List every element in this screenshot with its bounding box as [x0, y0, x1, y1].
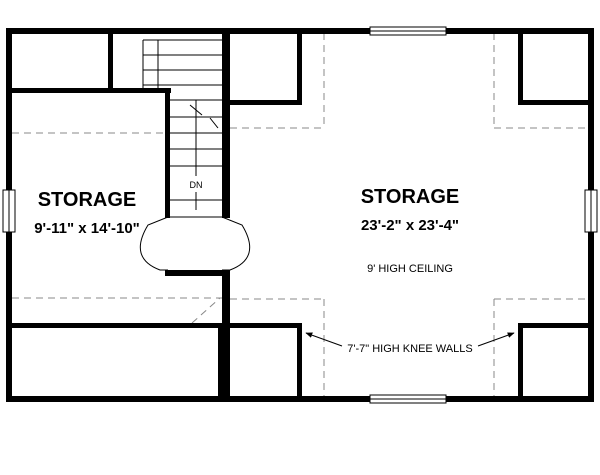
ceiling-height-note: 9' HIGH CEILING — [367, 263, 453, 275]
center-wall-lower — [222, 270, 230, 402]
right-room-name: STORAGE — [361, 186, 460, 208]
left-room-size: 9'-11" x 14'-10" — [34, 220, 140, 237]
walls — [6, 28, 594, 402]
left-room-name: STORAGE — [38, 189, 137, 211]
staircase — [139, 39, 251, 271]
knee-wall-arrows — [305, 332, 515, 347]
knee-walls-note: 7'-7" HIGH KNEE WALLS — [347, 343, 472, 355]
stair-dn-label: DN — [190, 180, 203, 190]
knee-wall-dashed-lines — [12, 33, 588, 398]
right-room-size: 23'-2" x 23'-4" — [361, 217, 459, 234]
center-wall-upper — [222, 28, 230, 218]
windows — [2, 26, 598, 404]
